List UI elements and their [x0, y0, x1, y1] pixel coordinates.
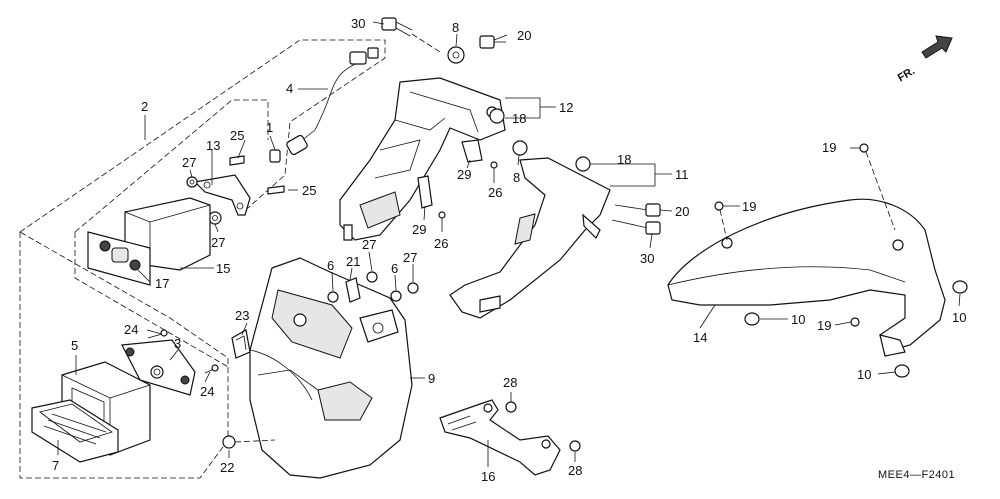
callout-15: 15	[216, 261, 230, 276]
callout-19-top: 19	[822, 140, 836, 155]
callout-27-center: 27	[362, 237, 376, 252]
callout-28-lower: 28	[568, 463, 582, 478]
screw-26-lower	[438, 211, 446, 219]
callout-20-top: 20	[517, 28, 531, 43]
license-bracket-part	[193, 155, 285, 216]
collar-18-lower	[575, 156, 591, 172]
callout-25-upper: 25	[230, 128, 244, 143]
cushion-10-left	[744, 312, 760, 326]
callout-6-left: 6	[327, 258, 334, 273]
cushion-10-bottom	[894, 364, 910, 378]
callout-19-mid: 19	[742, 199, 756, 214]
bolt-20-right	[614, 203, 661, 217]
callout-24-lower: 24	[200, 384, 214, 399]
callout-3: 3	[174, 336, 181, 351]
callout-27-upper: 27	[182, 155, 196, 170]
license-light-lens	[87, 231, 151, 286]
callout-6-right: 6	[391, 261, 398, 276]
rear-fender-cover	[667, 198, 946, 357]
callout-16: 16	[481, 469, 495, 484]
nut-6-left	[327, 291, 339, 303]
callout-28-upper: 28	[503, 375, 517, 390]
screw-24-upper	[147, 329, 168, 339]
callout-14: 14	[693, 330, 707, 345]
bulb-part	[269, 149, 281, 163]
grommet-part	[222, 435, 276, 449]
rear-grab-bracket	[449, 157, 611, 319]
nut-27-right	[407, 282, 419, 294]
callout-25-lower: 25	[302, 183, 316, 198]
callout-9: 9	[428, 371, 435, 386]
drawing-code: MEE4—F2401	[878, 469, 955, 481]
bolt-30-right	[611, 219, 661, 235]
callout-29-lower: 29	[412, 222, 426, 237]
callout-10-right: 10	[952, 310, 966, 325]
callout-4: 4	[286, 81, 293, 96]
clip-21	[345, 277, 361, 303]
nut-27-center	[366, 271, 378, 283]
nut-27-lower	[208, 211, 222, 225]
screw-26-upper	[490, 161, 498, 169]
callout-26-upper: 26	[488, 185, 502, 200]
collar-18-upper	[489, 108, 505, 124]
callout-10-bottom: 10	[857, 367, 871, 382]
callout-8-top: 8	[452, 20, 459, 35]
callout-11: 11	[675, 167, 689, 182]
callout-8-lower: 8	[513, 170, 520, 185]
callout-labels: 1 2 3 4 5 6 6 7 8 8 9 10 10 10 11 12 13 …	[52, 16, 966, 484]
callout-18-upper: 18	[512, 111, 526, 126]
leader-lines	[57, 21, 961, 467]
socket-part	[121, 339, 196, 396]
bolt-30-top	[381, 17, 441, 53]
callout-27-lower: 27	[211, 235, 225, 250]
nut-6-right	[390, 290, 402, 302]
direction-indicator: FR.	[896, 65, 917, 84]
nut-27-upper	[186, 176, 198, 188]
callout-17: 17	[155, 276, 169, 291]
nut-28-upper	[505, 401, 517, 413]
callout-2: 2	[141, 99, 148, 114]
callout-27-right: 27	[403, 250, 417, 265]
callout-20-right: 20	[675, 204, 689, 219]
callout-10-left: 10	[791, 312, 805, 327]
nut-28-lower	[569, 440, 581, 452]
callout-13: 13	[206, 138, 220, 153]
callout-30-top: 30	[351, 16, 365, 31]
callout-29-upper: 29	[457, 167, 471, 182]
callout-24-upper: 24	[124, 322, 138, 337]
clip-29-lower	[417, 175, 433, 209]
callout-23: 23	[235, 308, 249, 323]
callout-18-lower: 18	[617, 152, 631, 167]
clip-part	[231, 329, 251, 359]
rear-fender-part	[249, 257, 413, 479]
callout-1: 1	[266, 120, 273, 135]
callout-30-right: 30	[640, 251, 654, 266]
callout-22: 22	[220, 460, 234, 475]
callout-19-low: 19	[817, 318, 831, 333]
wire-harness-part	[286, 47, 379, 156]
screw-19-mid	[714, 201, 728, 241]
lower-bracket-part	[439, 399, 561, 476]
screw-24-lower	[204, 364, 219, 374]
bolt-20-top	[479, 35, 506, 49]
cushion-10-right	[952, 280, 968, 294]
callout-5: 5	[71, 338, 78, 353]
callout-7: 7	[52, 458, 59, 473]
callout-26-lower: 26	[434, 236, 448, 251]
upper-frame-bracket	[339, 77, 506, 241]
collar-8-lower	[512, 140, 528, 156]
collar-8-top	[447, 46, 465, 64]
clip-29-upper	[461, 139, 483, 163]
callout-21: 21	[346, 254, 360, 269]
screw-19-low	[850, 317, 860, 327]
callout-12: 12	[559, 100, 573, 115]
front-direction-arrow-icon	[921, 35, 953, 59]
taillight-lens	[31, 399, 119, 463]
